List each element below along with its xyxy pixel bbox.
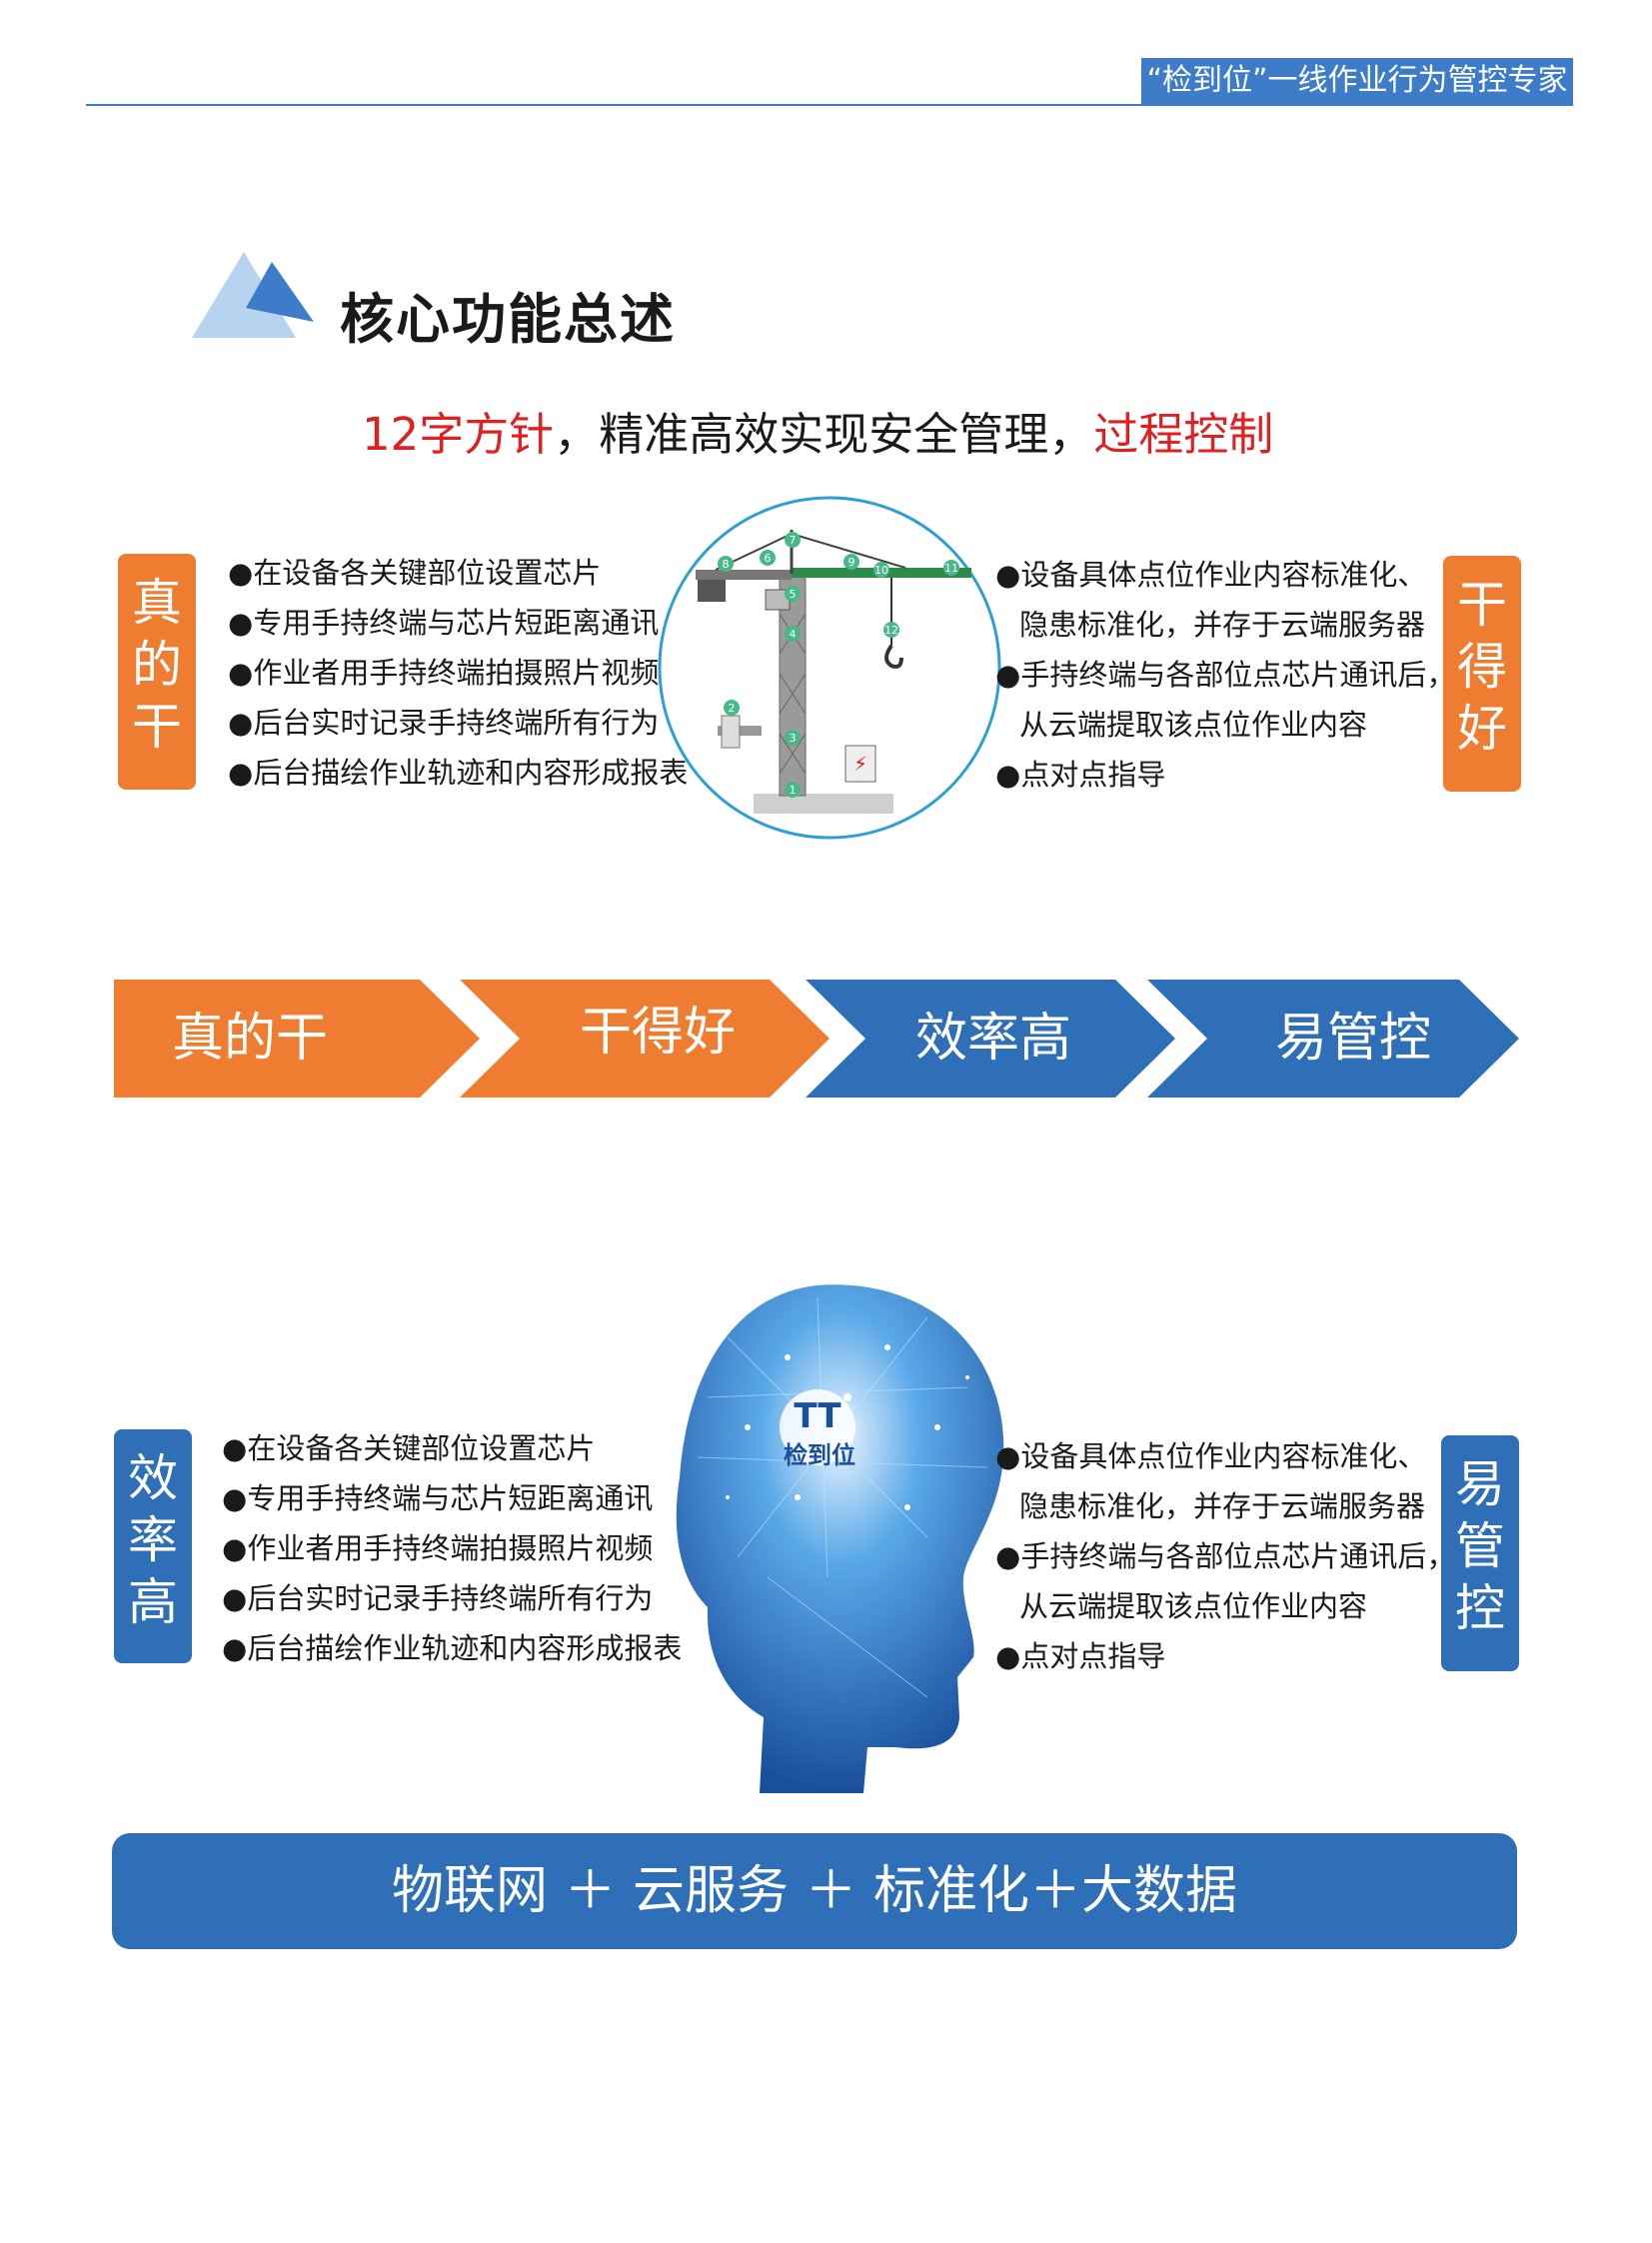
- chevron-gandehao: 干得好: [460, 980, 829, 1098]
- chevron-xiaolvgao: 效率高: [806, 980, 1175, 1098]
- list-item-continuation: 隐患标准化，并存于云端服务器: [1019, 608, 1426, 642]
- svg-text:9: 9: [848, 556, 855, 569]
- svg-text:7: 7: [790, 534, 797, 547]
- chevron-zhendegan: 真的干: [114, 980, 480, 1098]
- badge-char: 管: [1455, 1517, 1505, 1575]
- list-item: ●后台描绘作业轨迹和内容形成报表: [228, 756, 689, 790]
- svg-text:11: 11: [944, 562, 958, 575]
- header-rule: [86, 104, 1573, 106]
- badge-char: 得: [1457, 638, 1507, 696]
- badge-char: 控: [1455, 1579, 1505, 1637]
- badge-gandehao: 干 得 好: [1443, 556, 1521, 792]
- block1-right-list: ●设备具体点位作业内容标准化、 隐患标准化，并存于云端服务器 ●手持终端与各部位…: [995, 550, 1455, 800]
- badge-char: 的: [132, 636, 182, 694]
- list-item: ●后台描绘作业轨迹和内容形成报表: [222, 1631, 683, 1665]
- list-item: ●在设备各关键部位设置芯片: [228, 556, 602, 590]
- list-item: ●专用手持终端与芯片短距离通讯: [222, 1481, 654, 1515]
- subtitle-middle: ，精准高效实现安全管理，: [554, 408, 1094, 461]
- badge-char: 高: [128, 1573, 178, 1631]
- header-tagline: “检到位”一线作业行为管控专家: [1141, 58, 1573, 104]
- svg-text:3: 3: [790, 732, 797, 745]
- block1-left-list: ●在设备各关键部位设置芯片 ●专用手持终端与芯片短距离通讯 ●作业者用手持终端拍…: [228, 548, 688, 798]
- list-item: ●在设备各关键部位设置芯片: [222, 1431, 596, 1465]
- chevron-label: 干得好: [580, 1003, 737, 1063]
- badge-char: 易: [1455, 1455, 1505, 1513]
- logo-mark: TT: [794, 1396, 841, 1436]
- crane-foundation: [754, 794, 893, 814]
- ai-head-illustration: TT 检到位: [676, 1284, 1004, 1793]
- list-item-continuation: 从云端提取该点位作业内容: [1019, 708, 1368, 742]
- list-item: ●点对点指导: [995, 1639, 1166, 1673]
- badge-char: 效: [128, 1449, 178, 1507]
- list-item: ●后台实时记录手持终端所有行为: [228, 706, 660, 740]
- badge-char: 好: [1457, 700, 1507, 758]
- badge-char: 干: [1457, 576, 1507, 634]
- svg-text:10: 10: [874, 564, 888, 577]
- block2-left-list: ●在设备各关键部位设置芯片 ●专用手持终端与芯片短距离通讯 ●作业者用手持终端拍…: [222, 1423, 682, 1673]
- block2-right-list: ●设备具体点位作业内容标准化、 隐患标准化，并存于云端服务器 ●手持终端与各部位…: [995, 1431, 1455, 1681]
- technology-banner: 物联网 ＋ 云服务 ＋ 标准化＋大数据: [112, 1833, 1517, 1949]
- list-item: ●手持终端与各部位点芯片通讯后，: [995, 658, 1456, 692]
- list-item: ●设备具体点位作业内容标准化、: [995, 1439, 1427, 1473]
- svg-text:12: 12: [884, 624, 898, 637]
- badge-char: 干: [132, 698, 182, 756]
- list-item: ●后台实时记录手持终端所有行为: [222, 1581, 654, 1615]
- crane-hook: [884, 644, 903, 669]
- list-item: ●专用手持终端与芯片短距离通讯: [228, 606, 660, 640]
- badge-char: 真: [132, 574, 182, 632]
- list-item: ●点对点指导: [995, 758, 1166, 792]
- badge-char: 率: [128, 1511, 178, 1569]
- crane-counter-jib: [696, 570, 792, 580]
- section-title: 核心功能总述: [340, 288, 676, 351]
- list-item: ●手持终端与各部位点芯片通讯后，: [995, 1539, 1456, 1573]
- svg-text:⚡: ⚡: [853, 752, 867, 776]
- logo-text: 检到位: [784, 1441, 855, 1469]
- list-item: ●设备具体点位作业内容标准化、: [995, 558, 1427, 592]
- svg-text:6: 6: [765, 552, 772, 565]
- subtitle-highlight-2: 过程控制: [1093, 408, 1274, 461]
- list-item-continuation: 隐患标准化，并存于云端服务器: [1019, 1489, 1426, 1523]
- tower-crane-illustration: ⚡ 1 2 3 4 5 6 7 8 9 10 11 12: [658, 496, 1001, 840]
- svg-text:1: 1: [790, 784, 797, 797]
- crane-mast: [779, 573, 807, 797]
- badge-zhendegan: 真 的 干: [118, 554, 196, 790]
- subtitle-highlight-1: 12字方针: [362, 408, 555, 461]
- chevron-yiguankong: 易管控: [1147, 980, 1519, 1098]
- badge-yiguankong: 易 管 控: [1441, 1435, 1519, 1671]
- badge-xiaolvgao: 效 率 高: [114, 1429, 192, 1663]
- list-item: ●作业者用手持终端拍摄照片视频: [228, 656, 660, 690]
- chevron-label: 效率高: [915, 1009, 1072, 1069]
- chevron-label: 易管控: [1275, 1009, 1432, 1069]
- list-item-continuation: 从云端提取该点位作业内容: [1019, 1589, 1368, 1623]
- mountain-icon: [192, 252, 314, 338]
- section-subtitle: 12字方针，精准高效实现安全管理，过程控制: [362, 398, 1273, 463]
- svg-text:8: 8: [723, 558, 730, 571]
- list-item: ●作业者用手持终端拍摄照片视频: [222, 1531, 654, 1565]
- chevron-label: 真的干: [172, 1009, 329, 1069]
- svg-text:2: 2: [729, 702, 736, 715]
- svg-text:4: 4: [790, 628, 797, 641]
- svg-text:5: 5: [790, 588, 797, 601]
